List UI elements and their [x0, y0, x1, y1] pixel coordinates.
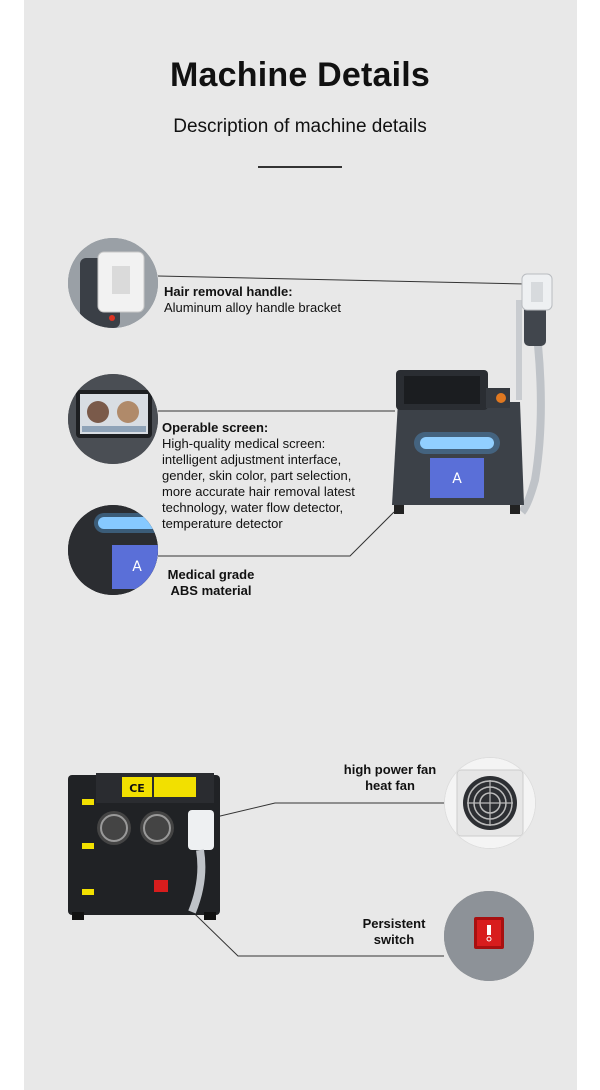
feature-fan-line: high power fan: [343, 762, 437, 777]
feature-fan: high power fan heat fan: [330, 762, 450, 794]
feature-switch: Persistent switch: [350, 916, 438, 948]
title-divider: [258, 166, 342, 168]
handle-thumbnail: [68, 238, 158, 328]
feature-handle-title: Hair removal handle:: [164, 284, 293, 299]
feature-screen-line: technology, water flow detector,: [162, 500, 344, 515]
svg-text:A: A: [452, 471, 462, 487]
feature-screen-line: more accurate hair removal latest: [162, 484, 355, 499]
feature-screen-line: temperature detector: [162, 516, 283, 531]
feature-abs: Medical grade ABS material: [163, 567, 259, 599]
fan-thumbnail: [444, 757, 536, 849]
feature-screen-line: intelligent adjustment interface,: [162, 452, 342, 467]
feature-switch-line: Persistent: [362, 916, 426, 931]
feature-screen: Operable screen: High-quality medical sc…: [162, 420, 355, 532]
feature-fan-line: heat fan: [365, 778, 415, 793]
feature-handle-description: Aluminum alloy handle bracket: [164, 300, 342, 315]
feature-handle: Hair removal handle: Aluminum alloy hand…: [164, 284, 341, 316]
page-title: Machine Details: [170, 56, 430, 94]
feature-abs-line: Medical grade: [167, 567, 255, 582]
abs-material-thumbnail: A: [68, 505, 158, 595]
page-subtitle: Description of machine details: [173, 116, 427, 137]
feature-screen-line: gender, skin color, part selection,: [162, 468, 352, 483]
feature-screen-line: High-quality medical screen:: [162, 436, 326, 451]
screen-thumbnail: [68, 374, 158, 464]
svg-text:A: A: [132, 559, 142, 575]
feature-abs-line: ABS material: [170, 583, 252, 598]
feature-screen-title: Operable screen:: [162, 420, 269, 435]
switch-thumbnail: [444, 891, 534, 981]
svg-text:CE: CE: [129, 782, 145, 795]
feature-switch-line: switch: [373, 932, 415, 947]
